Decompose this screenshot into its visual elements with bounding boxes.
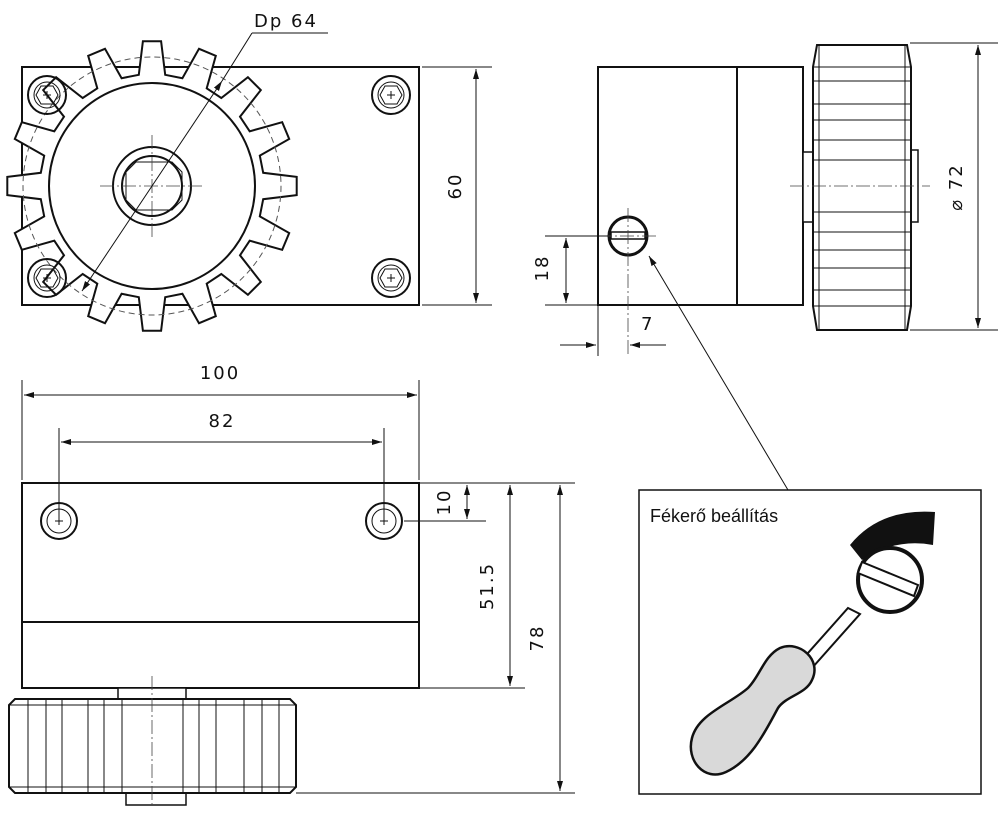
- front-screw-bottom-right: [371, 258, 411, 298]
- gear-pitch-circle: [22, 56, 282, 316]
- brake-adjust-callout: Fékerő beállítás: [638, 489, 982, 795]
- knob-diameter-label: ⌀ 72: [946, 163, 967, 210]
- front-screw-top-right: [371, 75, 411, 115]
- bottom-view: 100 82 10 51.5 78: [8, 363, 575, 806]
- screwdriver-icon: [689, 606, 862, 776]
- side-housing: [597, 66, 804, 306]
- screw-offset-7-label: 7: [641, 314, 654, 335]
- hole-spacing-82-label: 82: [209, 411, 236, 432]
- pitch-diameter-label: Dp 64: [254, 11, 318, 32]
- front-screw-bottom-left: [27, 258, 67, 298]
- callout-title: Fékerő beállítás: [650, 506, 778, 526]
- side-knob: [812, 44, 912, 331]
- side-view: ⌀ 72 18 7: [532, 42, 998, 491]
- front-screw-top-left: [27, 75, 67, 115]
- height-51-5-label: 51.5: [477, 562, 498, 610]
- height-78-label: 78: [527, 625, 548, 652]
- height-60-label: 60: [445, 173, 466, 200]
- bottom-housing: [21, 482, 420, 689]
- bottom-knob: [8, 698, 297, 794]
- width-100-label: 100: [200, 363, 240, 384]
- rotation-arrow-icon: [850, 511, 935, 560]
- screw-height-18-label: 18: [532, 255, 553, 282]
- screw-head-icon: [856, 546, 924, 614]
- callout-leader: [648, 255, 789, 491]
- front-view: Dp 64 60: [6, 11, 492, 332]
- hole-offset-10-label: 10: [434, 489, 455, 516]
- pitch-diameter-leader: [81, 80, 223, 292]
